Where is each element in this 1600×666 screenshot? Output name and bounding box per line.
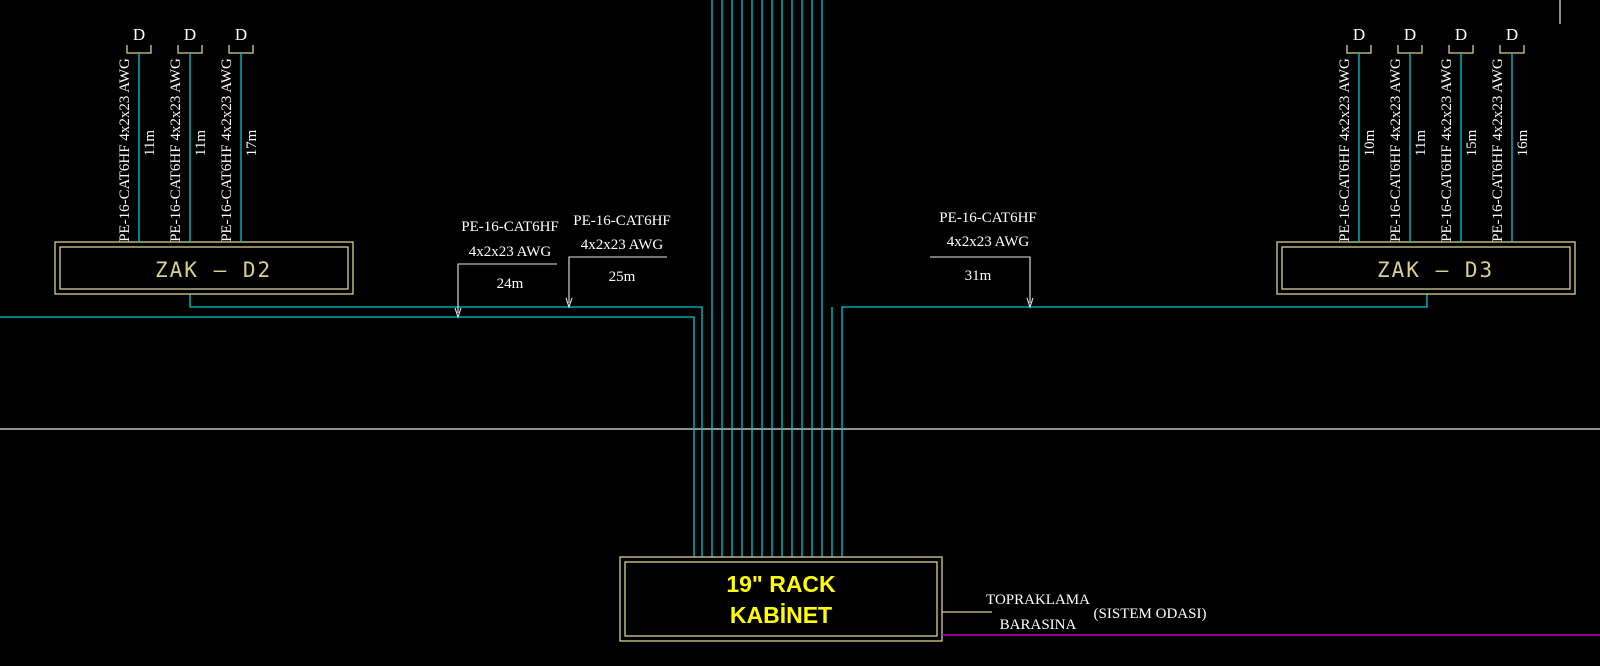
left-outlet-length-label: 11m xyxy=(142,130,158,156)
right-outlet-4[interactable]: DPE-16-CAT6HF 4x2x23 AWG 16m xyxy=(1490,25,1531,242)
right-outlet-length-label: 15m xyxy=(1464,129,1480,156)
left-outlet-cable-label: PE-16-CAT6HF 4x2x23 AWG xyxy=(219,58,235,242)
right-outlet-bracket-icon xyxy=(1499,45,1525,54)
trunk-label-31m-line2: 4x2x23 AWG xyxy=(947,234,1030,250)
left-outlet-2[interactable]: DPE-16-CAT6HF 4x2x23 AWG 11m xyxy=(168,25,209,242)
left-outlet-cable-label: PE-16-CAT6HF 4x2x23 AWG xyxy=(117,58,133,242)
trunk-label-24m-length: 24m xyxy=(497,276,524,292)
zak-d2-box[interactable]: ZAK – D2 xyxy=(54,241,354,295)
trunk-label-25m-line1: PE-16-CAT6HF xyxy=(573,213,671,229)
right-outlet-bracket-icon xyxy=(1448,45,1474,54)
vertical-cable-bundle-top xyxy=(711,0,823,557)
left-outlet-letter: D xyxy=(184,25,196,44)
trunk-label-31m-length: 31m xyxy=(965,268,992,284)
left-feeder-cables xyxy=(0,294,703,557)
left-outlet-bracket-icon xyxy=(228,45,254,54)
right-outlet-3[interactable]: DPE-16-CAT6HF 4x2x23 AWG 15m xyxy=(1439,25,1480,242)
grounding-label-line2: BARASINA xyxy=(1000,617,1077,633)
zak-d3-label: ZAK – D3 xyxy=(1377,258,1494,282)
right-outlet-letter: D xyxy=(1506,25,1518,44)
trunk-label-31m: PE-16-CAT6HF 4x2x23 AWG 31m xyxy=(930,210,1037,309)
trunk-label-31m-line1: PE-16-CAT6HF xyxy=(939,210,1037,226)
right-outlet-length-label: 10m xyxy=(1362,129,1378,156)
grounding-note: (SISTEM ODASI) xyxy=(1094,606,1207,622)
left-outlet-letter: D xyxy=(235,25,247,44)
trunk-label-24m-line1: PE-16-CAT6HF xyxy=(461,219,559,235)
trunk-label-25m-line2: 4x2x23 AWG xyxy=(581,237,664,253)
left-outlet-bracket-icon xyxy=(126,45,152,54)
rack-cabinet[interactable]: 19" RACK KABİNET xyxy=(619,556,943,642)
trunk-label-25m-length: 25m xyxy=(609,269,636,285)
right-outlet-1[interactable]: DPE-16-CAT6HF 4x2x23 AWG 10m xyxy=(1337,25,1378,242)
right-outlet-length-label: 11m xyxy=(1413,130,1429,156)
right-outlet-length-label: 16m xyxy=(1515,129,1531,156)
trunk-label-25m: PE-16-CAT6HF 4x2x23 AWG 25m xyxy=(565,213,671,309)
right-outlet-bracket-icon xyxy=(1346,45,1372,54)
trunk-label-24m: PE-16-CAT6HF 4x2x23 AWG 24m xyxy=(454,219,559,319)
left-outlet-letter: D xyxy=(133,25,145,44)
grounding-connection: TOPRAKLAMA BARASINA (SISTEM ODASI) xyxy=(942,592,1600,636)
left-outlet-3[interactable]: DPE-16-CAT6HF 4x2x23 AWG 17m xyxy=(219,25,260,242)
rack-label-line2: KABİNET xyxy=(730,602,832,628)
right-outlet-2[interactable]: DPE-16-CAT6HF 4x2x23 AWG 11m xyxy=(1388,25,1429,242)
right-outlet-cable-label: PE-16-CAT6HF 4x2x23 AWG xyxy=(1490,58,1506,242)
right-outlet-cable-label: PE-16-CAT6HF 4x2x23 AWG xyxy=(1337,58,1353,242)
zak-d3-box[interactable]: ZAK – D3 xyxy=(1276,241,1576,295)
right-outlet-letter: D xyxy=(1404,25,1416,44)
zak-d2-label: ZAK – D2 xyxy=(155,258,272,282)
left-outlet-length-label: 11m xyxy=(193,130,209,156)
right-outlet-cable-label: PE-16-CAT6HF 4x2x23 AWG xyxy=(1388,58,1404,242)
right-feeder-cables xyxy=(841,294,1428,557)
right-outlet-cable-label: PE-16-CAT6HF 4x2x23 AWG xyxy=(1439,58,1455,242)
left-outlet-length-label: 17m xyxy=(244,129,260,156)
right-outlet-bracket-icon xyxy=(1397,45,1423,54)
trunk-label-24m-line2: 4x2x23 AWG xyxy=(469,244,552,260)
right-outlet-letter: D xyxy=(1353,25,1365,44)
left-outlet-bracket-icon xyxy=(177,45,203,54)
rack-label-line1: 19" RACK xyxy=(726,571,836,597)
grounding-label-line1: TOPRAKLAMA xyxy=(986,592,1090,608)
right-outlet-letter: D xyxy=(1455,25,1467,44)
left-outlet-1[interactable]: DPE-16-CAT6HF 4x2x23 AWG 11m xyxy=(117,25,158,242)
left-outlet-cable-label: PE-16-CAT6HF 4x2x23 AWG xyxy=(168,58,184,242)
